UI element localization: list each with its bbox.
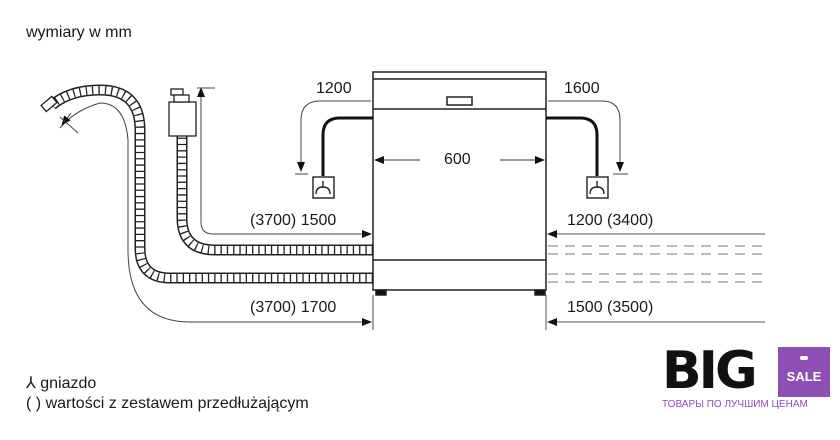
drain-hose xyxy=(40,84,373,284)
legend-socket: ⅄ gniazdo xyxy=(26,374,309,394)
units-label: wymiary w mm xyxy=(26,24,132,41)
big-sale-logo: BIG SALE ТОВАРЫ ПО ЛУЧШИМ ЦЕНАМ xyxy=(662,345,832,415)
dim-left-upper: (3700) 1500 xyxy=(250,212,337,229)
water-valve xyxy=(168,88,197,137)
dim-width: 600 xyxy=(444,151,471,168)
right-dimensions xyxy=(545,230,765,330)
logo-tagline: ТОВАРЫ ПО ЛУЧШИМ ЦЕНАМ xyxy=(662,399,808,410)
logo-sale-tag: SALE xyxy=(778,347,830,397)
dishwasher-body xyxy=(372,71,547,296)
power-cables xyxy=(321,116,599,176)
legend: ⅄ gniazdo ( ) wartości z zestawem przedł… xyxy=(26,374,309,414)
socket-icon xyxy=(312,176,335,199)
power-dimensions xyxy=(295,100,628,175)
inlet-hose xyxy=(176,135,373,256)
logo-sale-text: SALE xyxy=(786,369,822,384)
dim-left-lower: (3700) 1700 xyxy=(250,299,337,316)
left-dimensions xyxy=(59,87,374,330)
dim-right-lower: 1500 (3500) xyxy=(567,299,654,316)
legend-paren-label: wartości z zestawem przedłużającym xyxy=(45,395,309,412)
socket-symbol-icon: ⅄ xyxy=(26,375,36,392)
dim-right-upper: 1200 (3400) xyxy=(567,212,654,229)
legend-socket-label: gniazdo xyxy=(40,375,97,392)
dim-top-left: 1200 xyxy=(316,80,352,97)
legend-paren: ( ) wartości z zestawem przedłużającym xyxy=(26,394,309,414)
paren-symbol: ( ) xyxy=(26,395,42,412)
dim-top-right: 1600 xyxy=(564,80,600,97)
socket-icon xyxy=(586,176,609,199)
logo-big-text: BIG xyxy=(662,341,758,401)
